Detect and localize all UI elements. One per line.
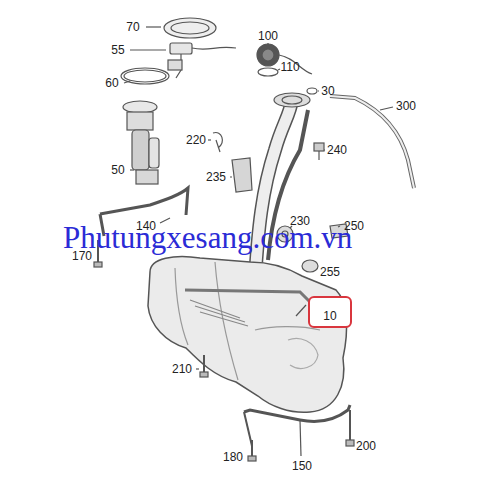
callout-number: 220	[186, 134, 206, 146]
callout-number: 55	[111, 44, 124, 56]
callout-number: 10	[323, 310, 336, 322]
watermark: Phutungxesang.com.vn	[63, 222, 352, 253]
callout-number: 180	[223, 451, 243, 463]
callout-number: 210	[172, 363, 192, 375]
callout-number: 100	[258, 30, 278, 42]
callout-number: 240	[327, 144, 347, 156]
callout-number: 255	[320, 266, 340, 278]
callout-number: 50	[111, 164, 124, 176]
callout-number: 70	[126, 21, 139, 33]
callout-number: 110	[280, 61, 299, 73]
callout-number: 30	[321, 85, 334, 97]
callout-number: 235	[206, 171, 226, 183]
callout-number: 60	[105, 77, 118, 89]
highlight-box: 10	[308, 296, 352, 328]
callout-number: 150	[292, 460, 312, 472]
callout-number: 300	[396, 100, 416, 112]
callout-number: 200	[356, 440, 376, 452]
